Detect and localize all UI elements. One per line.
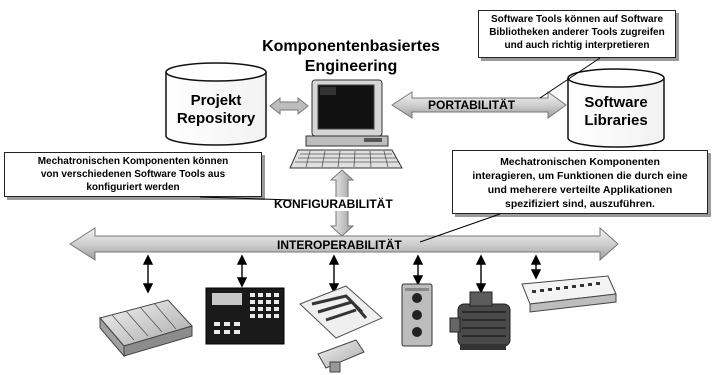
- title-line-1: Komponentenbasiertes: [262, 38, 440, 55]
- configurability-note-line-3: konfiguriert werden: [86, 182, 180, 193]
- repository-link-arrow: [269, 96, 309, 116]
- portability-label: PORTABILITÄT: [428, 98, 516, 112]
- configurability-note: Mechatronischen Komponenten können von v…: [4, 152, 262, 197]
- portability-arrow: [391, 91, 567, 119]
- libraries-line-1: Software: [584, 94, 648, 111]
- configurability-note-line-1: Mechatronischen Komponenten können: [37, 156, 229, 167]
- portability-note-line-3: und auch richtig interpretieren: [504, 40, 650, 51]
- configurability-note-line-2: von verschiedenen Software Tools aus: [40, 169, 226, 180]
- hmi-panel-icon: [205, 287, 285, 345]
- repository-line-1: Projekt: [190, 92, 242, 109]
- servo-drive-icon: [299, 285, 383, 373]
- interoperability-note-line-2: interagieren, um Funktionen die durch ei…: [472, 170, 688, 182]
- portability-note-line-1: Software Tools können auf Software: [490, 14, 664, 25]
- repository-line-2: Repository: [176, 110, 256, 127]
- libraries-line-2: Libraries: [584, 112, 648, 129]
- plc-icon: [99, 299, 193, 358]
- interoperability-note-line-1: Mechatronischen Komponenten: [500, 156, 660, 168]
- interoperability-note-line-3: und meherere verteilte Applikationen: [487, 184, 673, 196]
- device-connectors: [142, 254, 542, 294]
- portability-note-line-2: Bibliotheken anderer Tools zugreifen: [489, 27, 665, 38]
- interoperability-label: INTEROPERABILITÄT: [277, 238, 402, 252]
- title-line-2: Engineering: [304, 58, 398, 75]
- project-repository-label: Projekt Repository: [166, 92, 266, 128]
- diagram-title: Komponentenbasiertes Engineering: [236, 37, 466, 77]
- configurability-label: KONFIGURABILITÄT: [272, 197, 395, 211]
- pushbutton-icon: [401, 283, 433, 347]
- interoperability-note-line-4: spezifiziert sind, auszuführen.: [505, 198, 655, 210]
- computer-icon: [289, 79, 403, 169]
- motor-icon: [449, 291, 511, 350]
- portability-note: Software Tools können auf Software Bibli…: [478, 10, 676, 58]
- software-libraries-label: Software Libraries: [568, 94, 664, 130]
- project-repository-cylinder: [165, 62, 267, 146]
- io-module-icon: [521, 275, 617, 313]
- interoperability-note: Mechatronischen Komponenten interagieren…: [452, 150, 708, 214]
